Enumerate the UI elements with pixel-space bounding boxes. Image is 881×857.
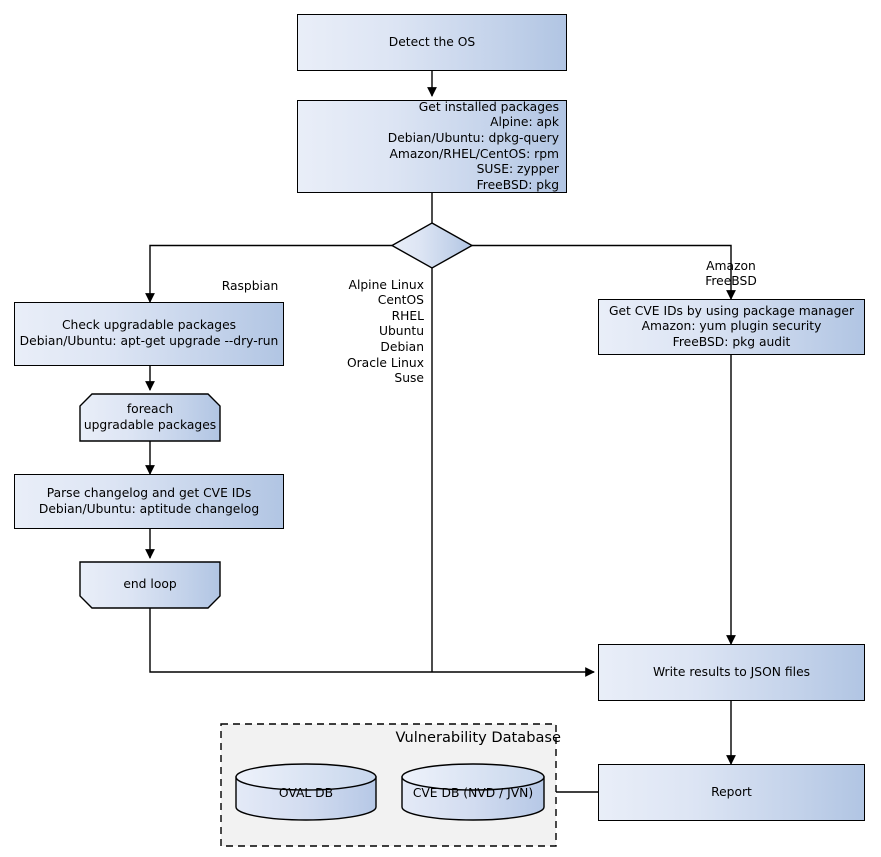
node-end-loop[interactable]: end loop [80,562,220,608]
node-get-installed-packages[interactable]: Get installed packages Alpine: apk Debia… [297,100,567,193]
node-check-upgradable-packages[interactable]: Check upgradable packages Debian/Ubuntu:… [14,302,284,366]
edge-label-os-list: Alpine Linux CentOS RHEL Ubuntu Debian O… [275,262,424,387]
vuln-db-group-title: Vulnerability Database [260,729,561,746]
node-report-label: Report [711,784,752,799]
edge-label-os-list-text: Alpine Linux CentOS RHEL Ubuntu Debian O… [346,277,424,386]
end-loop-shape[interactable] [79,561,221,609]
oval-db-label-text: OVAL DB [278,786,334,800]
node-get-cve-ids-package-manager-label: Get CVE IDs by using package manager Ama… [608,303,855,349]
node-check-upgradable-packages-label: Check upgradable packages Debian/Ubuntu:… [19,318,279,348]
node-parse-changelog-label: Parse changelog and get CVE IDs Debian/U… [38,485,260,516]
node-get-cve-ids-package-manager[interactable]: Get CVE IDs by using package manager Ama… [598,299,865,355]
node-detect-os[interactable]: Detect the OS [297,14,567,71]
cve-db-label: CVE DB (NVD / JVN) [402,786,544,800]
node-foreach-loop-label: foreach upgradable packages [83,401,217,432]
node-parse-changelog[interactable]: Parse changelog and get CVE IDs Debian/U… [14,474,284,529]
edge-label-amazon-freebsd: Amazon FreeBSD [631,243,831,290]
edge-decision-right [472,244,736,300]
node-detect-os-label: Detect the OS [388,34,476,49]
node-write-results-json-label: Write results to JSON files [652,664,811,679]
vuln-db-group-title-text: Vulnerability Database [395,729,561,746]
edge-label-raspbian-text: Raspbian [221,278,279,293]
node-get-installed-packages-label: Get installed packages Alpine: apk Debia… [387,99,559,192]
edge-label-raspbian: Raspbian [150,263,350,294]
foreach-loop-shape[interactable] [79,393,221,442]
os-decision-diamond[interactable] [390,222,474,269]
edge-label-amazon-freebsd-text: Amazon FreeBSD [705,258,757,289]
cve-db-label-text: CVE DB (NVD / JVN) [412,786,534,800]
node-write-results-json[interactable]: Write results to JSON files [598,644,865,701]
oval-db-label: OVAL DB [236,786,376,800]
cve-db-cylinder [401,763,545,821]
edge-decision-left [145,244,392,303]
node-foreach-loop[interactable]: foreach upgradable packages [80,394,220,441]
edge-endloop-to-write [149,608,595,677]
node-end-loop-label: end loop [123,577,177,592]
edges-group [145,71,736,793]
oval-db-cylinder [235,763,377,821]
node-report[interactable]: Report [598,764,865,821]
